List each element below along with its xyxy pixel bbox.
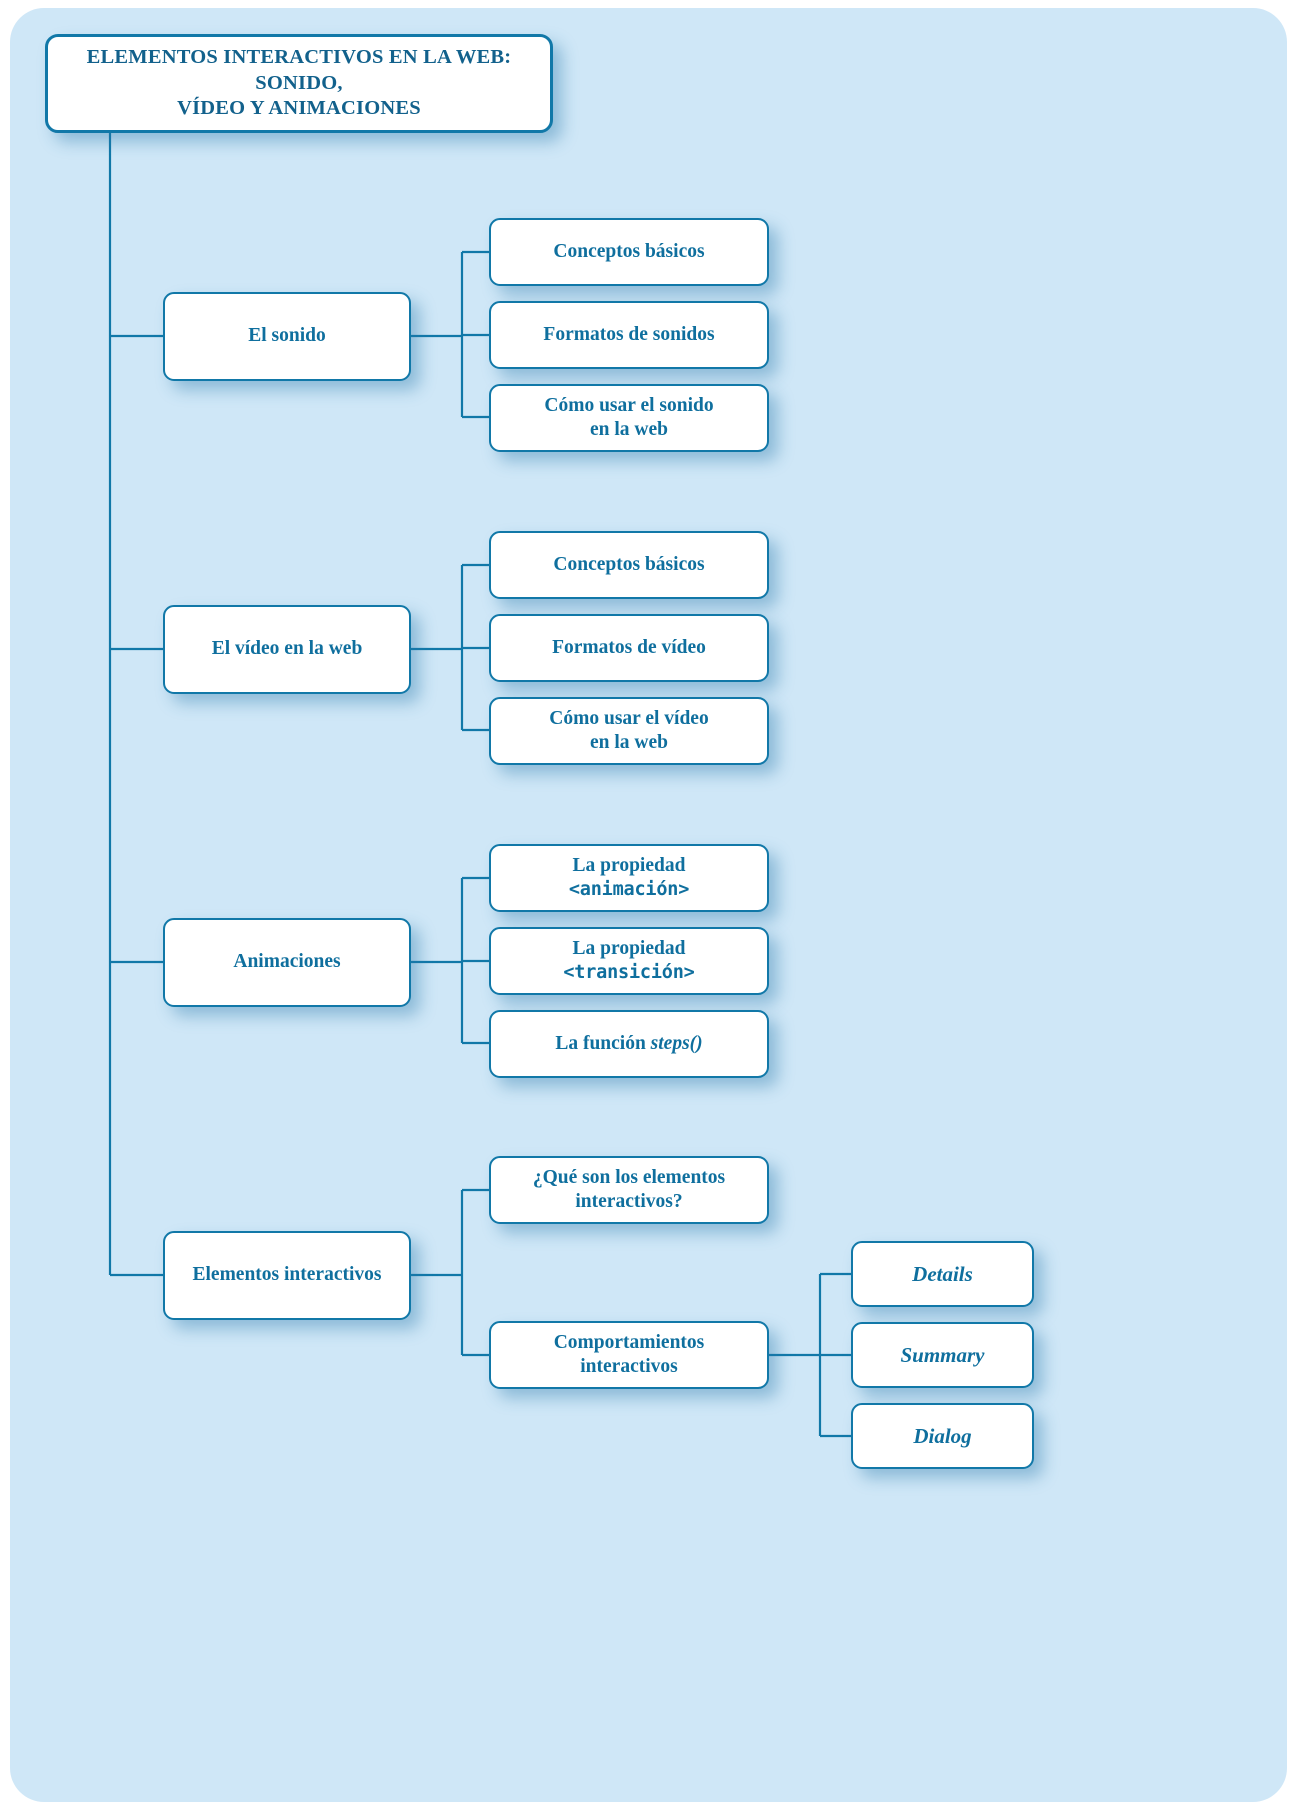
leaf-summary[interactable]: Summary xyxy=(851,1322,1034,1388)
leaf-la-funcion-steps[interactable]: La función steps() xyxy=(489,1010,769,1078)
branch-el-sonido[interactable]: El sonido xyxy=(163,292,411,381)
leaf-label: La propiedad <transición> xyxy=(563,937,695,983)
leaf-conceptos-basicos-video[interactable]: Conceptos básicos xyxy=(489,531,769,599)
leaf-label: Formatos de sonidos xyxy=(543,323,715,345)
leaf-label: Comportamientos interactivos xyxy=(553,1331,705,1377)
code-transicion: <transición> xyxy=(563,962,695,983)
leaf-label: La función steps() xyxy=(555,1032,703,1054)
branch-label: Animaciones xyxy=(233,951,341,973)
leaf-label: Cómo usar el sonido en la web xyxy=(544,394,714,440)
branch-animaciones[interactable]: Animaciones xyxy=(163,918,411,1007)
branch-label: El sonido xyxy=(248,325,326,347)
leaf-que-son-los-elementos-interactivos[interactable]: ¿Qué son los elementos interactivos? xyxy=(489,1156,769,1224)
leaf-comportamientos-interactivos[interactable]: Comportamientos interactivos xyxy=(489,1321,769,1389)
branch-label: Elementos interactivos xyxy=(192,1264,382,1286)
leaf-label: Details xyxy=(912,1261,973,1286)
root-title-box: ELEMENTOS INTERACTIVOS EN LA WEB: SONIDO… xyxy=(45,34,553,133)
leaf-label: Summary xyxy=(900,1342,985,1367)
leaf-dialog[interactable]: Dialog xyxy=(851,1403,1034,1469)
leaf-label: Conceptos básicos xyxy=(553,553,705,575)
leaf-como-usar-el-video-en-la-web[interactable]: Cómo usar el vídeo en la web xyxy=(489,697,769,765)
leaf-conceptos-basicos-sonido[interactable]: Conceptos básicos xyxy=(489,218,769,286)
leaf-label: Dialog xyxy=(913,1423,972,1448)
leaf-label: Conceptos básicos xyxy=(553,240,705,262)
branch-el-video-en-la-web[interactable]: El vídeo en la web xyxy=(163,605,411,694)
root-title-text: ELEMENTOS INTERACTIVOS EN LA WEB: SONIDO… xyxy=(86,46,512,120)
leaf-label: La propiedad <animación> xyxy=(568,854,690,900)
leaf-label: Cómo usar el vídeo en la web xyxy=(549,707,709,753)
branch-label: El vídeo en la web xyxy=(211,638,363,660)
leaf-details[interactable]: Details xyxy=(851,1241,1034,1307)
code-steps: steps() xyxy=(650,1032,703,1054)
leaf-la-propiedad-transicion[interactable]: La propiedad <transición> xyxy=(489,927,769,995)
code-animacion: <animación> xyxy=(568,879,690,900)
leaf-la-propiedad-animacion[interactable]: La propiedad <animación> xyxy=(489,844,769,912)
leaf-formatos-de-sonidos[interactable]: Formatos de sonidos xyxy=(489,301,769,369)
leaf-label: ¿Qué son los elementos interactivos? xyxy=(532,1166,726,1212)
leaf-label: Formatos de vídeo xyxy=(552,636,706,658)
leaf-como-usar-el-sonido-en-la-web[interactable]: Cómo usar el sonido en la web xyxy=(489,384,769,452)
branch-elementos-interactivos[interactable]: Elementos interactivos xyxy=(163,1231,411,1320)
leaf-formatos-de-video[interactable]: Formatos de vídeo xyxy=(489,614,769,682)
